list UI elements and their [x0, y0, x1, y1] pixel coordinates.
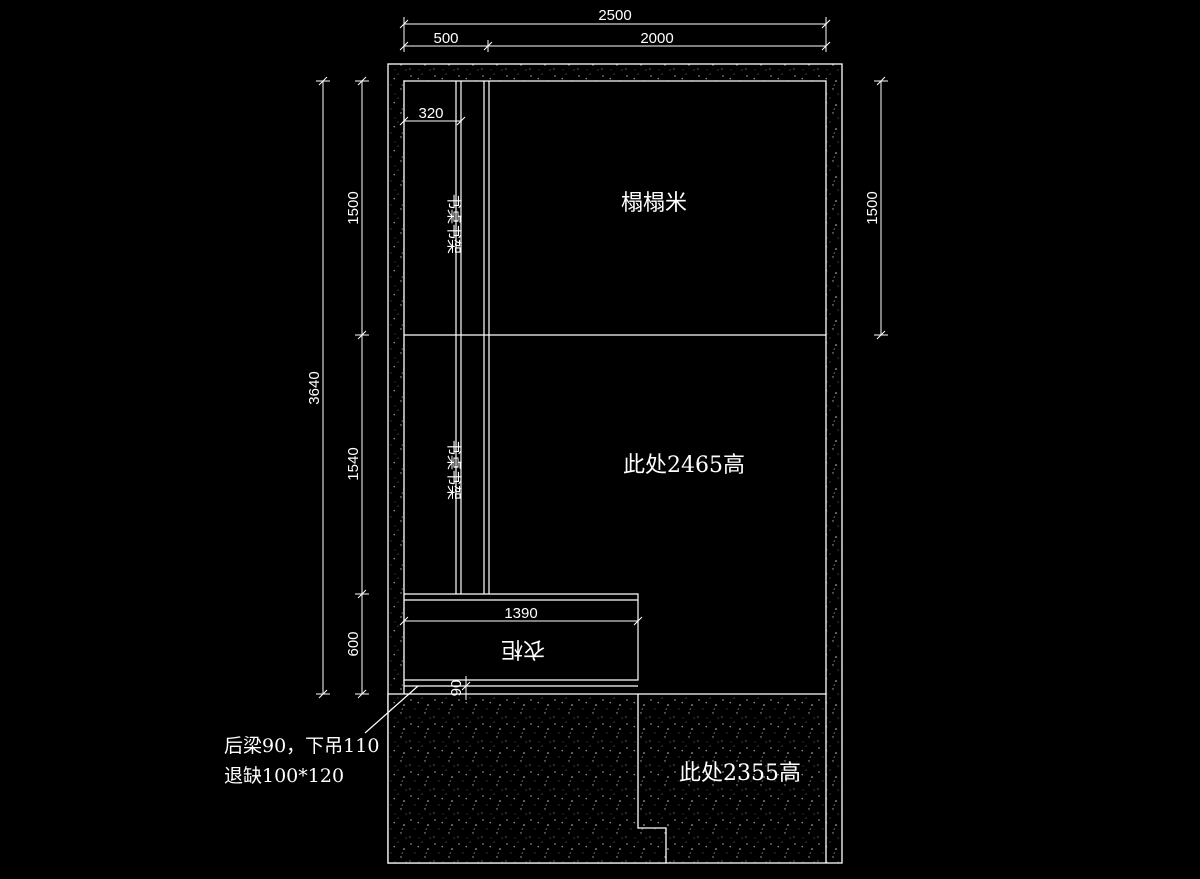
beam-note-leader — [364, 685, 419, 734]
label-wardrobe: 衣柜 — [501, 636, 545, 661]
dim-desk-width: 320 — [418, 105, 443, 122]
dim-top-total: 2500 — [598, 7, 631, 24]
label-height-low: 此处2355高 — [679, 761, 801, 786]
dim-left-seg2: 1540 — [345, 447, 362, 480]
structural-area — [387, 693, 667, 864]
label-height-mid: 此处2465高 — [623, 453, 745, 478]
label-desk-shelf-top: 书桌书架 — [445, 194, 462, 254]
label-desk-shelf-bottom: 书桌书架 — [445, 440, 462, 500]
dim-left-seg1: 1500 — [345, 191, 362, 224]
interior-lines — [364, 81, 826, 734]
inner-wall-outline — [403, 80, 827, 863]
wall-layer — [387, 63, 843, 864]
dim-beam: 90 — [448, 680, 465, 697]
wardrobe-outline — [404, 593, 639, 681]
dim-left-total: 3640 — [306, 371, 323, 404]
dim-left-seg3: 600 — [345, 631, 362, 656]
dimension-lines — [316, 17, 888, 700]
dim-right-seg: 1500 — [864, 191, 881, 224]
label-tatami: 榻榻米 — [621, 191, 687, 216]
dim-wardrobe-width: 1390 — [504, 605, 537, 622]
dim-top-right: 2000 — [640, 30, 673, 47]
dim-top-left: 500 — [433, 30, 458, 47]
beam-note-line1: 后梁90，下吊110 — [224, 735, 379, 757]
beam-note-line2: 退缺100*120 — [224, 765, 344, 787]
